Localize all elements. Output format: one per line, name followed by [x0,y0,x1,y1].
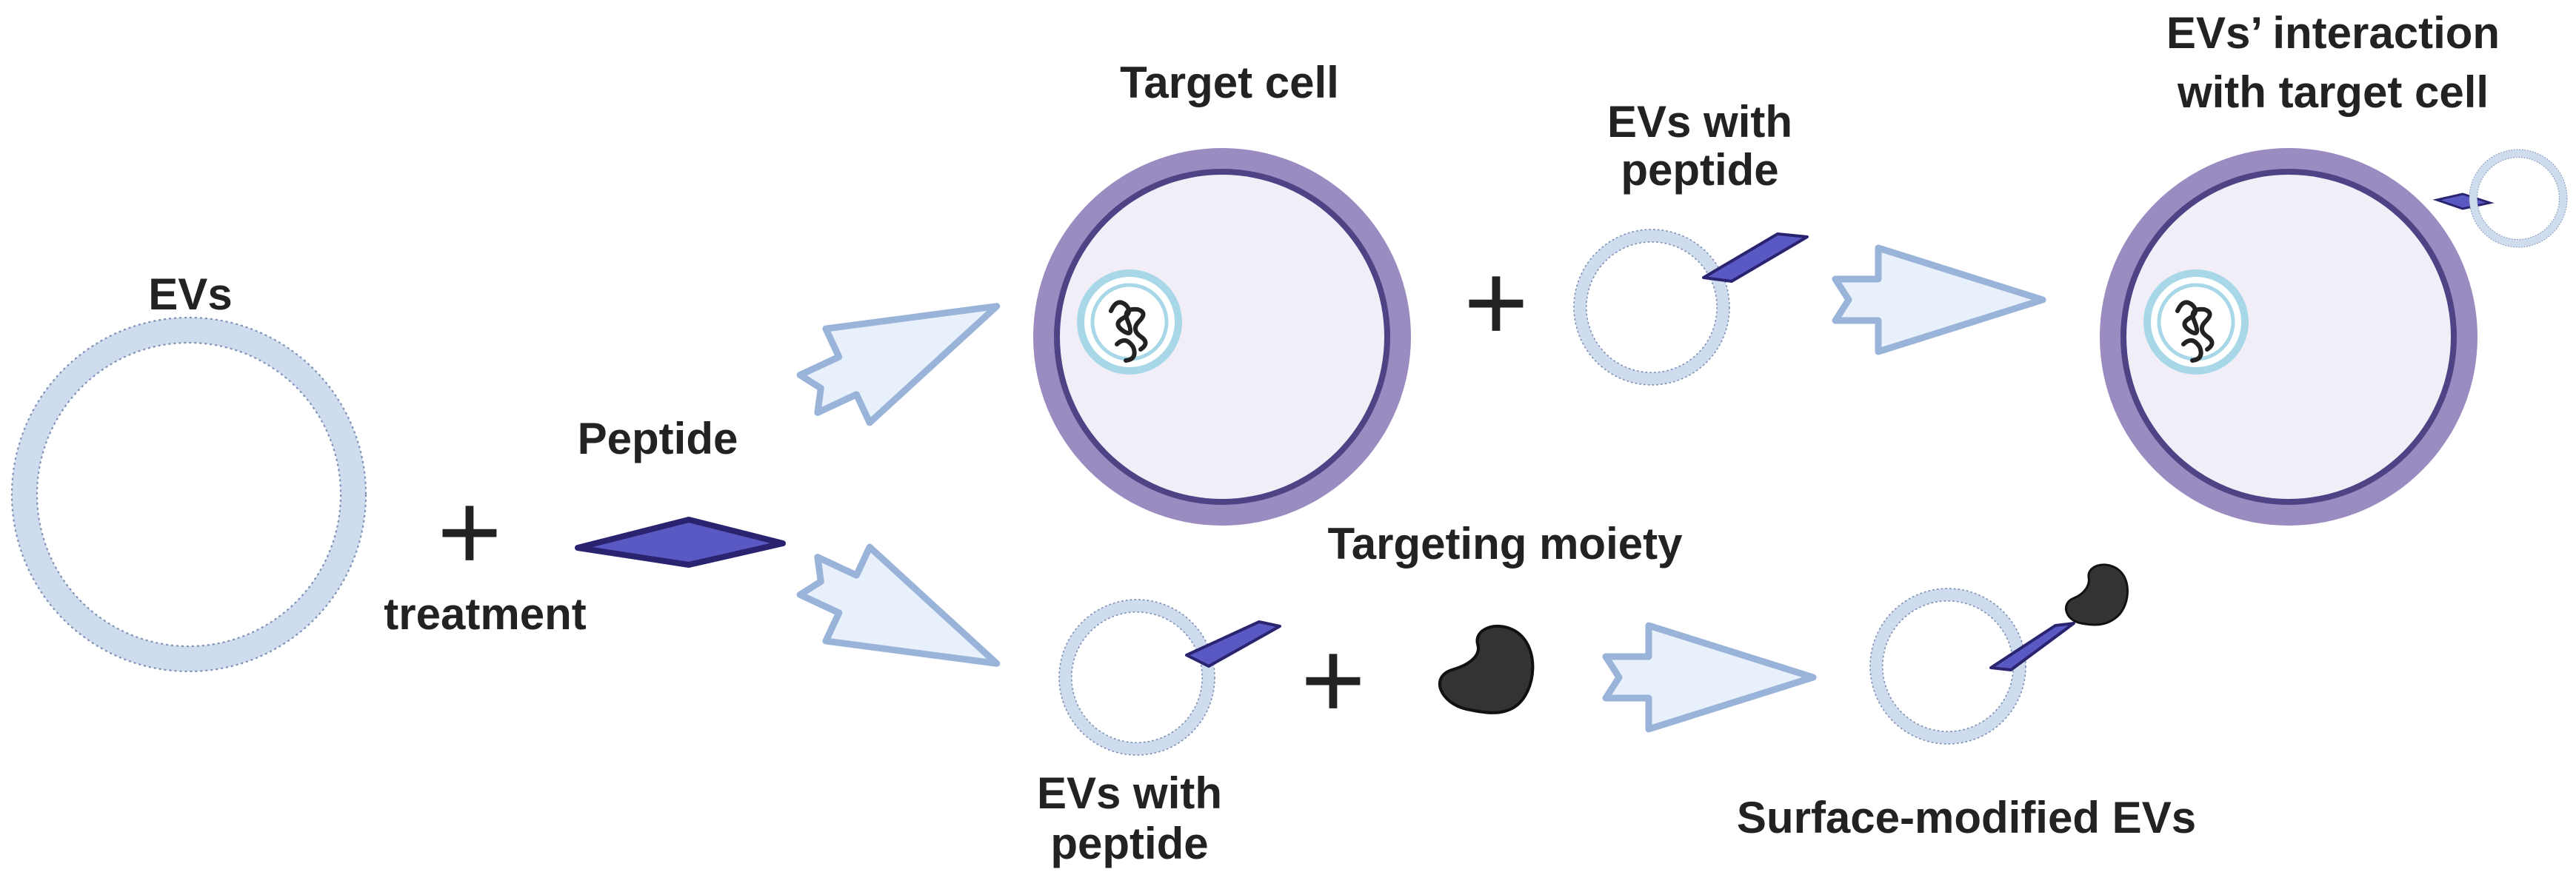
ev-large-icon [10,316,367,673]
label-evs-interaction-1: EVs’ interaction [2166,8,2500,58]
label-evs-with-peptide-top-2: peptide [1621,145,1778,195]
ev-attached-small-icon [2432,150,2567,247]
label-evs: EVs [148,269,232,319]
label-evs-with-peptide-bottom-2: peptide [1050,819,1208,868]
label-evs-with-peptide-top-1: EVs with [1607,97,1792,147]
targeting-moiety-icon [1438,624,1535,714]
plus-sign-2: + [1464,240,1529,364]
arrow-right-top-icon [1835,248,2043,352]
ev-with-peptide-bottom-icon [1059,600,1281,755]
label-target-cell: Target cell [1120,58,1339,107]
arrow-down-icon [787,529,1018,711]
plus-sign-3: + [1301,617,1366,742]
target-cell-icon [1033,148,1411,526]
target-cell-interaction-icon [2100,148,2477,526]
label-targeting-moiety: Targeting moiety [1328,519,1684,569]
label-evs-with-peptide-bottom-1: EVs with [1037,768,1222,818]
label-peptide: Peptide [578,414,738,463]
plus-sign-1: + [437,469,502,594]
label-evs-interaction-2: with target cell [2177,67,2489,117]
peptide-icon [575,517,786,568]
surface-modified-ev-icon [1870,563,2129,744]
ev-with-peptide-top-icon [1574,229,1809,385]
label-treatment: treatment [384,589,586,639]
arrow-up-icon [787,259,1018,440]
label-surface-modified: Surface-modified EVs [1737,793,2196,842]
arrow-right-bottom-icon [1606,626,1813,729]
